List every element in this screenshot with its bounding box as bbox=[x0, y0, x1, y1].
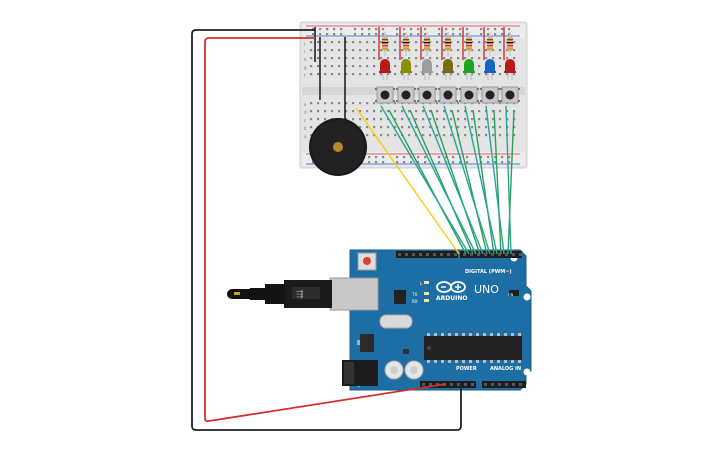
resistor[interactable] bbox=[403, 37, 409, 51]
led[interactable] bbox=[505, 59, 515, 72]
led-signal-wire[interactable] bbox=[505, 105, 512, 255]
led-signal-wire[interactable] bbox=[464, 105, 498, 255]
breadboard-row-letters-bottom: e d c b a bbox=[304, 102, 307, 139]
led-signal-wire[interactable] bbox=[401, 105, 477, 255]
led-signal-wire[interactable] bbox=[380, 105, 470, 255]
led[interactable] bbox=[422, 59, 432, 72]
led[interactable] bbox=[485, 59, 495, 72]
arduino-logo bbox=[436, 281, 466, 293]
arduino-uno-board[interactable]: DIGITAL (PWM~) ON L TX RX ARDUINO UNO bbox=[342, 249, 532, 391]
row-letter: f bbox=[304, 73, 306, 78]
crystal bbox=[379, 314, 413, 329]
resistor[interactable] bbox=[382, 37, 388, 51]
button-signal-wire[interactable] bbox=[472, 109, 495, 255]
power-label: POWER bbox=[456, 366, 477, 372]
analog-label: ANALOG IN bbox=[490, 366, 521, 372]
led[interactable] bbox=[380, 59, 390, 72]
buzzer-signal-wire[interactable] bbox=[355, 107, 460, 255]
led-signal-wire[interactable] bbox=[443, 105, 491, 255]
l-label: L bbox=[420, 281, 423, 286]
row-letter: i bbox=[304, 49, 305, 54]
button-signal-wire[interactable] bbox=[409, 109, 474, 255]
led-signal-wire[interactable] bbox=[422, 105, 484, 255]
row-letter: d bbox=[304, 110, 307, 115]
power-wire[interactable] bbox=[204, 37, 447, 423]
analog-header bbox=[482, 381, 526, 388]
usb-symbol-icon: ⇶ bbox=[296, 289, 304, 300]
on-label: ON bbox=[508, 293, 514, 297]
wires bbox=[191, 29, 515, 431]
button-signal-wire[interactable] bbox=[451, 109, 488, 255]
breadboard-row-letters-top: j i h g f bbox=[303, 41, 307, 78]
resistor[interactable] bbox=[424, 37, 430, 51]
power-header bbox=[420, 381, 476, 388]
digital-label: DIGITAL (PWM~) bbox=[465, 269, 512, 275]
rx-label: RX bbox=[412, 299, 418, 304]
atmega-chip bbox=[424, 336, 522, 360]
row-letter: a bbox=[304, 134, 307, 139]
button-signal-wire[interactable] bbox=[388, 109, 467, 255]
row-letter: h bbox=[304, 57, 307, 62]
resistor[interactable] bbox=[466, 37, 472, 51]
led-button-array bbox=[375, 27, 520, 104]
row-letter: c bbox=[304, 118, 306, 123]
usb-chip bbox=[394, 290, 406, 304]
model-label: UNO bbox=[474, 283, 499, 296]
button-signal-wire[interactable] bbox=[493, 109, 502, 255]
led[interactable] bbox=[464, 59, 474, 72]
brand-label: ARDUINO bbox=[436, 295, 467, 302]
row-letter: e bbox=[304, 102, 307, 107]
led[interactable] bbox=[443, 59, 453, 72]
row-letter: j bbox=[303, 41, 305, 46]
piezo-buzzer[interactable] bbox=[309, 118, 367, 176]
led[interactable] bbox=[401, 59, 411, 72]
row-letter: g bbox=[304, 65, 307, 70]
resistor[interactable] bbox=[507, 37, 513, 51]
voltage-regulator bbox=[360, 334, 374, 352]
ground-wire[interactable] bbox=[191, 29, 462, 431]
row-letter: b bbox=[304, 126, 307, 131]
resistor[interactable] bbox=[445, 37, 451, 51]
button-signal-wire[interactable] bbox=[430, 109, 481, 255]
resistor[interactable] bbox=[487, 37, 493, 51]
led-signal-wire[interactable] bbox=[485, 105, 505, 255]
tx-label: TX bbox=[411, 292, 417, 297]
buzzer-center bbox=[333, 142, 343, 152]
icsp-header bbox=[509, 290, 519, 296]
usb-connector[interactable]: ⇶ bbox=[227, 277, 379, 311]
button-signal-wire[interactable] bbox=[507, 109, 515, 255]
